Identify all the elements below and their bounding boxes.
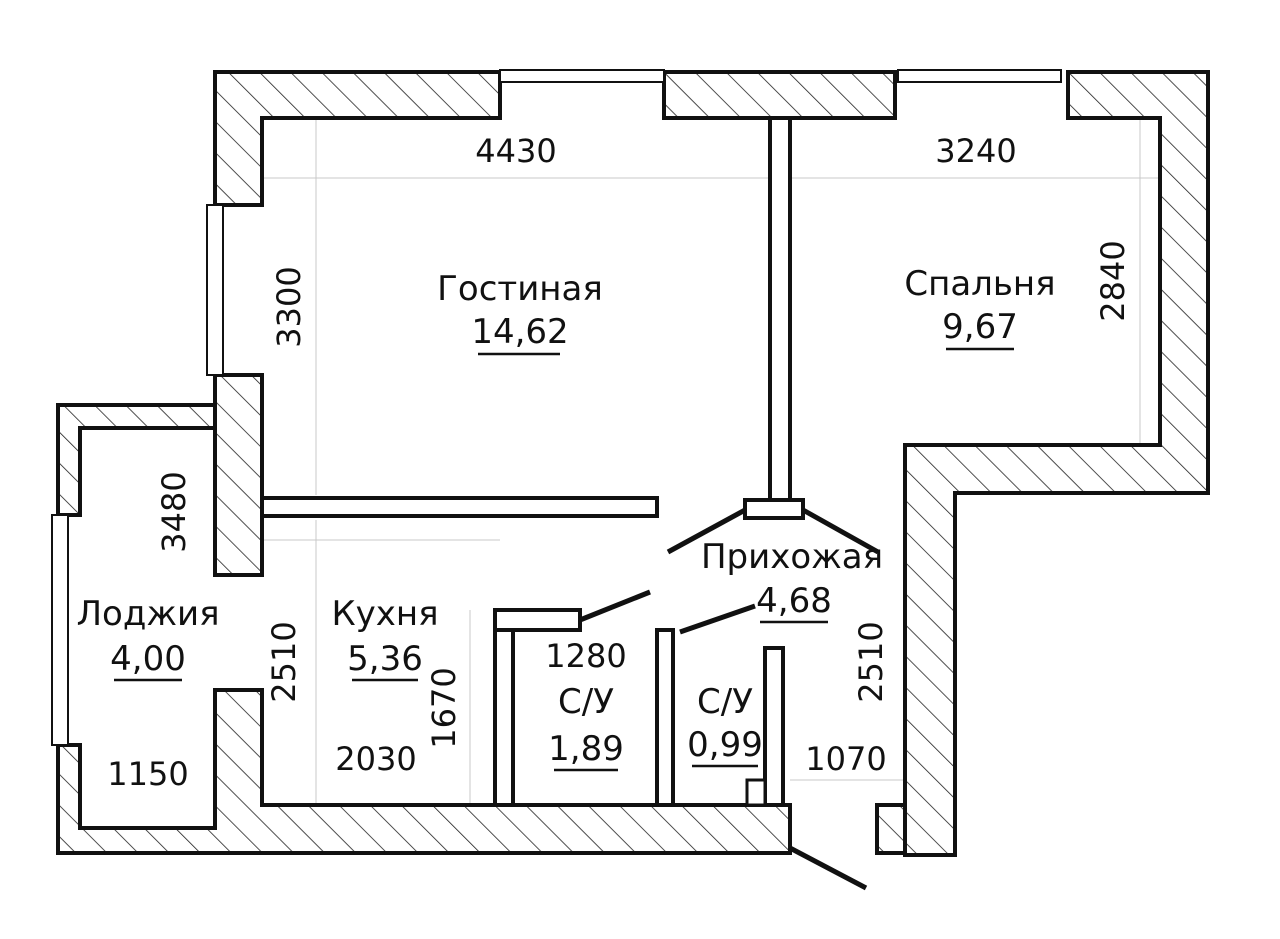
dim-bedroom-height: 2840 — [1094, 240, 1132, 321]
bath1-name: С/У — [558, 682, 614, 722]
bath1-area: 1,89 — [548, 729, 624, 769]
living-room-name: Гостиная — [437, 269, 603, 309]
dim-hall-height: 2510 — [852, 621, 890, 702]
dim-bath-width: 1280 — [545, 637, 626, 675]
hall-name: Прихожая — [701, 537, 883, 577]
exterior-walls — [56, 70, 1210, 857]
dim-living-height: 3300 — [270, 266, 308, 347]
dim-loggia-height: 3480 — [155, 471, 193, 552]
kitchen-area: 5,36 — [347, 639, 423, 679]
dim-kitchen-depth: 1670 — [425, 667, 463, 748]
doors — [579, 507, 880, 891]
windows — [51, 69, 1062, 746]
hall-area: 4,68 — [756, 581, 832, 621]
loggia-name: Лоджия — [76, 594, 219, 634]
interior-walls — [260, 116, 805, 807]
dim-hall-width: 1070 — [805, 740, 886, 778]
dimension-labels: 4430 3300 3240 2840 3480 1150 2510 2030 … — [107, 132, 1132, 793]
bedroom-area: 9,67 — [942, 307, 1018, 347]
kitchen-name: Кухня — [331, 594, 438, 634]
bedroom-name: Спальня — [904, 264, 1055, 304]
guide-lines — [262, 120, 1160, 805]
living-room-area: 14,62 — [471, 312, 568, 352]
room-labels: Гостиная 14,62 Спальня 9,67 Прихожая 4,6… — [76, 264, 1056, 772]
dim-kitchen-width: 2030 — [335, 740, 416, 778]
dim-bedroom-width: 3240 — [935, 132, 1016, 170]
loggia-area: 4,00 — [110, 639, 186, 679]
dim-kitchen-height: 2510 — [265, 621, 303, 702]
bath2-area: 0,99 — [687, 725, 763, 765]
dim-living-width: 4430 — [475, 132, 556, 170]
dim-loggia-width: 1150 — [107, 755, 188, 793]
bath2-name: С/У — [697, 682, 753, 722]
